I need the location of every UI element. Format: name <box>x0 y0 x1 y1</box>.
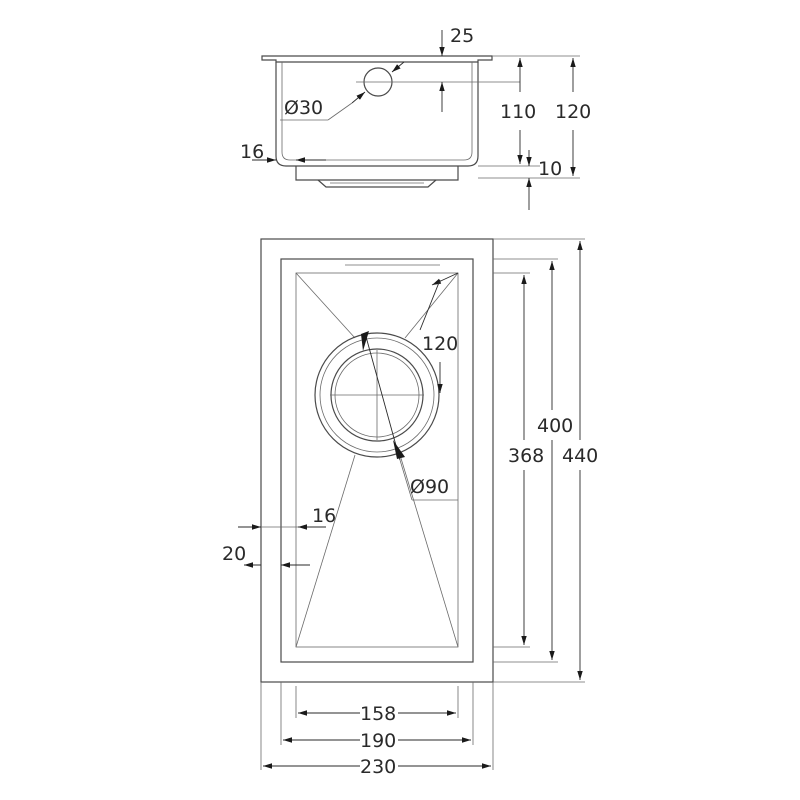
drain-diameter-label: Ø90 <box>410 476 449 498</box>
side-bowl-inner <box>281 62 473 161</box>
side-drain-body <box>317 179 437 188</box>
side-bowl-outer <box>275 62 479 167</box>
side-base-plate <box>295 166 459 181</box>
flange-thickness-label: 10 <box>538 158 562 180</box>
outer-length-label: 440 <box>562 445 598 467</box>
overflow-diameter-label: Ø30 <box>284 97 323 119</box>
depth-inner-label: 110 <box>500 101 536 123</box>
mid-length-label: 400 <box>537 415 573 437</box>
mid-width-label: 190 <box>360 730 396 752</box>
overflow-offset-label: 25 <box>450 25 474 47</box>
plan-outer-rim <box>260 238 494 683</box>
top-view: Ø90 120 368 400 440 16 20 <box>222 238 598 778</box>
depth-total-label: 120 <box>555 101 591 123</box>
wall-outer-label: 20 <box>222 543 246 565</box>
wall-inner-label: 16 <box>312 505 336 527</box>
outer-width-label: 230 <box>360 756 396 778</box>
drain-outer-ring <box>314 332 440 458</box>
side-view: Ø30 25 110 120 10 16 <box>240 25 591 210</box>
drain-offset-label: 120 <box>422 333 458 355</box>
plan-bowl-outline <box>280 258 474 663</box>
rim-width-label: 16 <box>240 141 264 163</box>
inner-length-label: 368 <box>508 445 544 467</box>
side-flange <box>261 55 493 63</box>
inner-width-label: 158 <box>360 703 396 725</box>
plan-bowl-floor <box>295 272 459 648</box>
